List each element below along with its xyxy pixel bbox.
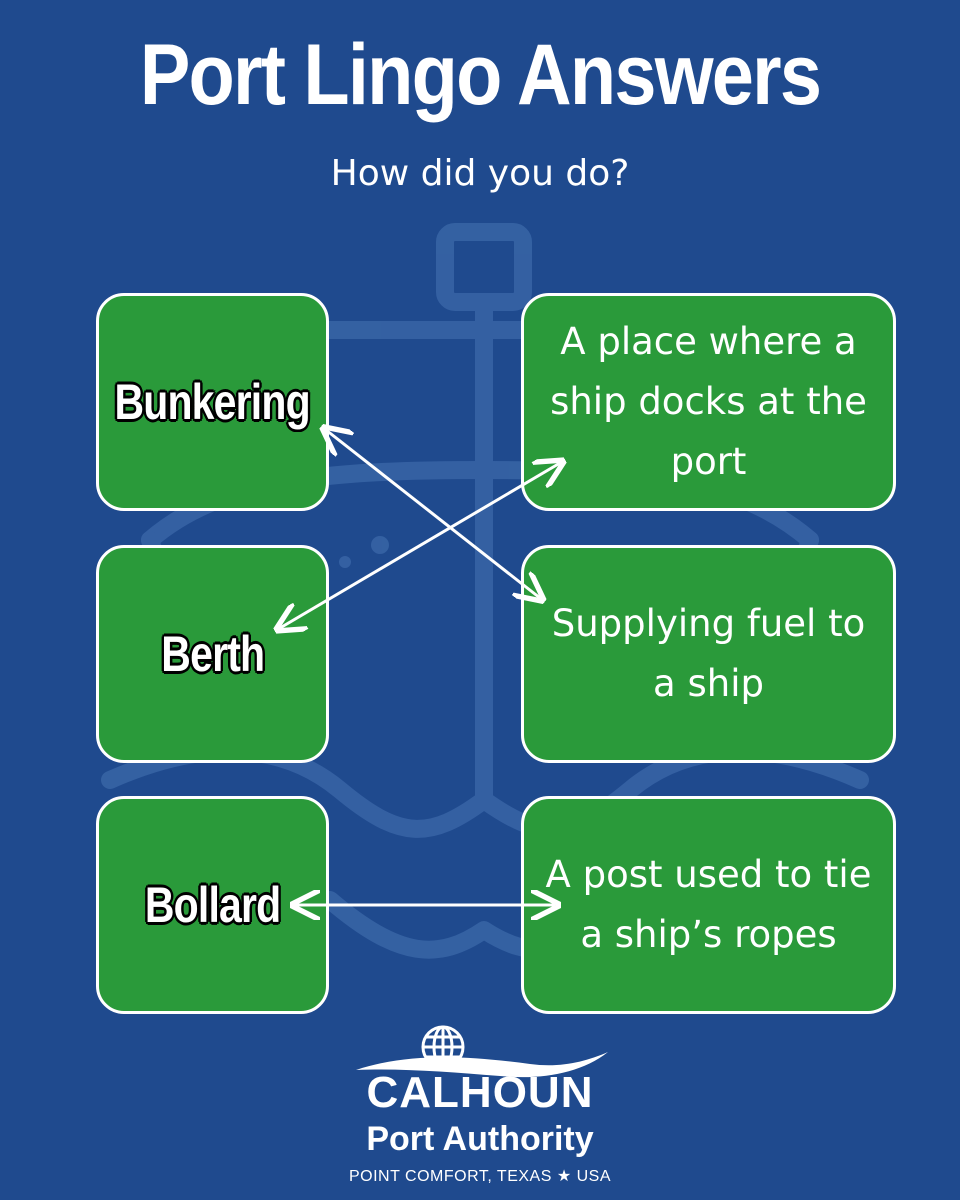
definition-text: A place where a ship docks at the port: [550, 320, 867, 483]
term-label: Bunkering: [114, 374, 311, 430]
arrow-icon: [326, 430, 540, 598]
definition-box-2: Supplying fuel to a ship: [521, 545, 896, 763]
definition-box-1: A place where a ship docks at the port: [521, 293, 896, 511]
page-title: Port Lingo Answers: [139, 27, 822, 123]
definition-box-3: A post used to tie a ship’s ropes: [521, 796, 896, 1014]
globe-icon: [356, 1025, 608, 1078]
logo-subname: Port Authority: [366, 1120, 594, 1158]
logo-name: CALHOUN: [366, 1068, 594, 1117]
definition-text: A post used to tie a ship’s ropes: [545, 853, 872, 956]
term-label: Bollard: [144, 877, 281, 933]
page-subtitle: How did you do?: [330, 153, 630, 194]
term-label: Berth: [161, 626, 265, 682]
logo-location: POINT COMFORT, TEXAS ★ USA: [348, 1168, 612, 1185]
definition-text: Supplying fuel to a ship: [551, 602, 866, 705]
arrow-icon: [280, 463, 560, 628]
